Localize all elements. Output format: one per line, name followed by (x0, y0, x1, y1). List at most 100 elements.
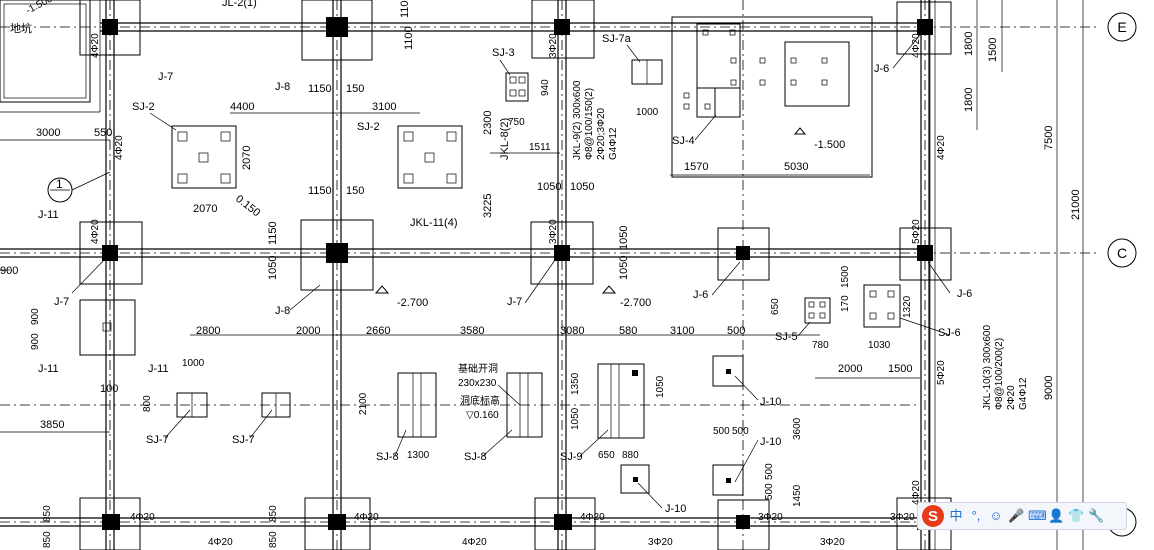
svg-text:3Φ20: 3Φ20 (820, 537, 845, 548)
svg-text:1320: 1320 (902, 295, 913, 318)
svg-text:JL-2(1): JL-2(1) (222, 0, 257, 9)
keyboard-icon[interactable]: ⌨ (1028, 508, 1047, 523)
svg-text:2070: 2070 (241, 146, 253, 170)
axis-lines (0, 0, 1100, 550)
svg-text:5Φ20: 5Φ20 (911, 219, 922, 244)
pit-label: 地坑 (10, 21, 32, 35)
leader-lines (71, 34, 951, 509)
svg-text:1800: 1800 (963, 32, 975, 56)
sogou-logo-icon[interactable]: S (922, 505, 944, 527)
opening-note: 基础开洞 230x230 洞底标高 ▽0.160 (458, 362, 521, 421)
svg-text:2300: 2300 (482, 111, 494, 135)
dimension-lines (0, 0, 1084, 550)
svg-text:4Φ20: 4Φ20 (911, 480, 922, 505)
svg-text:1800: 1800 (963, 88, 975, 112)
emoji-icon[interactable]: ☺ (989, 508, 1003, 523)
svg-text:9000: 9000 (1043, 376, 1055, 400)
svg-text:500: 500 (713, 426, 730, 437)
svg-text:1500: 1500 (987, 38, 999, 62)
svg-text:4Φ20: 4Φ20 (462, 537, 487, 548)
svg-text:3600: 3600 (792, 417, 803, 440)
rebar-notes: 4Φ20 4Φ20 4Φ20 3Φ20 3Φ20 4Φ20 4Φ20 5Φ20 … (90, 33, 947, 548)
skin-icon[interactable]: 👕 (1068, 508, 1085, 523)
jkl9-note: JKL-9(2) 300x600 Φ8@100/150(2) 2Φ20;3Φ20… (572, 80, 619, 160)
svg-text:1050: 1050 (570, 407, 581, 430)
svg-text:850: 850 (42, 531, 53, 548)
svg-text:JKL-8(2): JKL-8(2) (499, 118, 511, 160)
svg-text:3Φ20: 3Φ20 (548, 219, 559, 244)
svg-text:1050: 1050 (570, 181, 594, 193)
svg-text:5Φ20: 5Φ20 (936, 360, 947, 385)
svg-text:500: 500 (764, 463, 775, 480)
svg-text:1511: 1511 (529, 142, 551, 153)
svg-text:1450: 1450 (792, 484, 803, 507)
svg-text:7500: 7500 (1043, 126, 1055, 150)
svg-text:E: E (1117, 19, 1126, 35)
svg-text:2100: 2100 (358, 392, 369, 415)
svg-text:1000: 1000 (636, 107, 659, 118)
svg-text:SJ-8: SJ-8 (376, 451, 399, 463)
sj6: SJ-6 1030 1320 170 1500 (840, 265, 961, 351)
svg-text:580: 580 (619, 325, 637, 337)
axis-bubble-c: C (1107, 238, 1137, 268)
svg-text:750: 750 (508, 117, 525, 128)
wrench-icon[interactable]: 🔧 (1088, 508, 1105, 523)
svg-text:1050: 1050 (618, 256, 630, 280)
svg-text:-2.700: -2.700 (620, 297, 651, 309)
svg-text:1150: 1150 (267, 221, 279, 245)
svg-text:J-10: J-10 (665, 503, 686, 515)
svg-text:4Φ20: 4Φ20 (130, 512, 155, 523)
svg-text:JKL-9(2) 300x600: JKL-9(2) 300x600 (572, 80, 583, 160)
sj5: SJ-5 650 780 (770, 297, 831, 351)
svg-text:2Φ20;3Φ20: 2Φ20;3Φ20 (596, 107, 607, 160)
svg-text:780: 780 (812, 340, 829, 351)
svg-text:500: 500 (727, 325, 745, 337)
svg-text:G4Φ12: G4Φ12 (1018, 377, 1029, 410)
svg-text:0.150: 0.150 (233, 193, 262, 219)
svg-text:3850: 3850 (40, 419, 64, 431)
sj2-left: SJ-2 2070 2070 0.150 (132, 101, 262, 219)
svg-text:SJ-7: SJ-7 (232, 434, 255, 446)
svg-text:4Φ20: 4Φ20 (936, 135, 947, 160)
ime-toolbar[interactable]: S 中 °, ☺ 🎤 ⌨ 👤 👕 🔧 (917, 502, 1127, 530)
svg-text:1500: 1500 (888, 363, 912, 375)
svg-text:4Φ20: 4Φ20 (354, 512, 379, 523)
axis-bubble-e: E (1107, 12, 1137, 42)
svg-text:21000: 21000 (1070, 189, 1082, 220)
sj4: SJ-4 1570 5030 -1.500 (671, 16, 873, 178)
svg-text:SJ-2: SJ-2 (132, 101, 155, 113)
svg-text:3Φ20: 3Φ20 (648, 537, 673, 548)
svg-text:1350: 1350 (570, 372, 581, 395)
microphone-icon[interactable]: 🎤 (1008, 508, 1025, 523)
svg-text:1: 1 (56, 177, 63, 191)
svg-text:SJ-9: SJ-9 (560, 451, 583, 463)
svg-text:2000: 2000 (296, 325, 320, 337)
svg-text:2800: 2800 (196, 325, 220, 337)
sj8-left: SJ-8 1300 2100 (358, 372, 437, 463)
svg-text:J-6: J-6 (957, 288, 972, 300)
svg-text:J-11: J-11 (38, 363, 59, 375)
svg-text:3580: 3580 (460, 325, 484, 337)
svg-text:J-8: J-8 (275, 305, 290, 317)
sj7a: SJ-7a 1000 (602, 33, 663, 118)
svg-text:900: 900 (0, 265, 18, 277)
svg-text:1570: 1570 (684, 161, 708, 173)
svg-text:4Φ20: 4Φ20 (114, 135, 125, 160)
user-icon[interactable]: 👤 (1048, 508, 1065, 523)
svg-text:1300: 1300 (407, 450, 430, 461)
ime-mode-label[interactable]: 中 (949, 508, 963, 523)
ime-punct-label[interactable]: °, (971, 508, 981, 523)
svg-text:3100: 3100 (670, 325, 694, 337)
svg-text:500: 500 (732, 426, 749, 437)
svg-text:J-10: J-10 (760, 436, 781, 448)
svg-text:150: 150 (346, 83, 364, 95)
svg-text:3000: 3000 (36, 127, 60, 139)
svg-text:1100: 1100 (403, 26, 415, 50)
svg-text:3225: 3225 (482, 194, 494, 218)
svg-text:J-11: J-11 (38, 209, 59, 221)
svg-text:SJ-7a: SJ-7a (602, 33, 632, 45)
sj7-left: SJ-7 800 1000 (142, 358, 208, 446)
svg-text:J-10: J-10 (760, 396, 781, 408)
svg-text:1050: 1050 (618, 226, 630, 250)
svg-text:880: 880 (622, 450, 639, 461)
